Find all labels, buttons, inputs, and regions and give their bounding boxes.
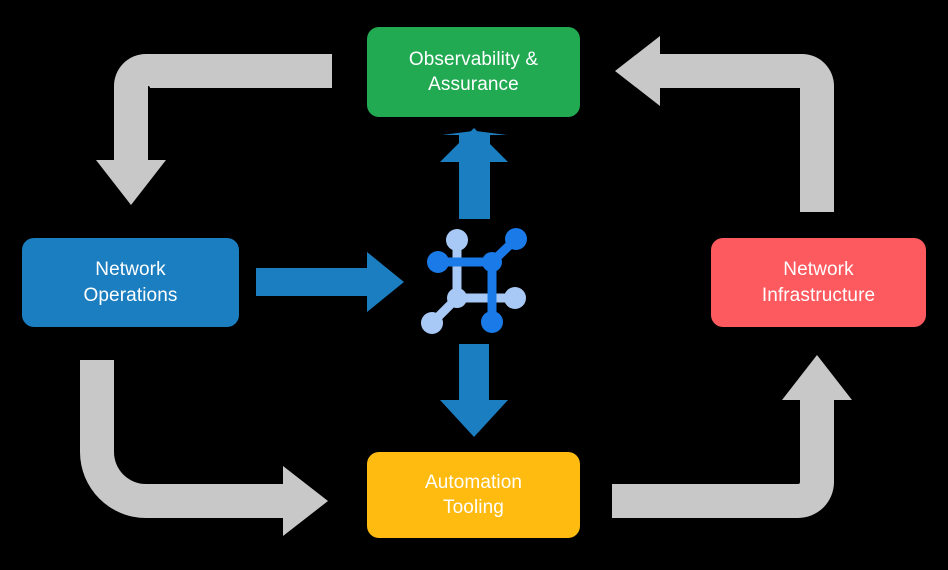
box-automation-tooling[interactable]: Automation Tooling (367, 452, 580, 538)
arrow-operations-to-center (256, 252, 404, 312)
arrow-automation-to-infrastructure (612, 355, 852, 518)
arrow-center-to-observability (440, 128, 508, 219)
arrow-infrastructure-to-observability (615, 36, 834, 212)
icon-nodes-dark (427, 228, 527, 333)
box-infrastructure-label: Network Infrastructure (761, 259, 876, 306)
box-network-infrastructure[interactable]: Network Infrastructure (711, 238, 926, 327)
box-observability-label: Observability & Assurance (408, 48, 539, 95)
box-operations-label: Network Operations (83, 259, 178, 306)
arrow-operations-to-automation (80, 360, 328, 536)
box-network-operations[interactable]: Network Operations (22, 238, 239, 327)
arrow-center-to-automation (440, 344, 508, 437)
box-automation-label: Automation Tooling (424, 471, 523, 518)
arrow-observability-to-operations (96, 54, 332, 205)
icon-nodes-light (421, 229, 526, 334)
box-observability-assurance[interactable]: Observability & Assurance (367, 27, 580, 117)
network-topology-icon (421, 228, 527, 334)
